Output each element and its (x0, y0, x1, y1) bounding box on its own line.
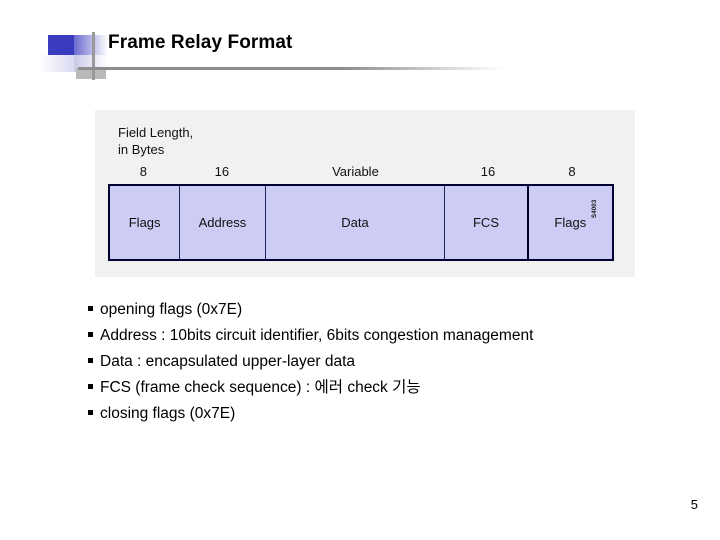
field-size-label: Variable (332, 164, 379, 179)
frame-field-cell: Data (265, 186, 446, 259)
bullet-item: Address : 10bits circuit identifier, 6bi… (88, 326, 688, 346)
frame-field-label: FCS (472, 215, 499, 230)
bullet-text: Data : encapsulated upper-layer data (100, 353, 356, 370)
field-length-caption-line1: Field Length, (118, 125, 194, 140)
frame-field-cell: Flags (528, 186, 612, 259)
title-decoration-square-icon (48, 35, 74, 55)
page-title: Frame Relay Format (108, 32, 293, 53)
bullet-item: opening flags (0x7E) (88, 300, 688, 320)
frame-field-label: Data (341, 215, 369, 230)
frame-field-label: Address (198, 215, 247, 230)
bullet-item: Data : encapsulated upper-layer data (88, 352, 688, 372)
frame-field-cell: FCS (445, 186, 529, 259)
frame-field-label: Flags (554, 215, 587, 230)
frame-field-cell: Flags (110, 186, 181, 259)
diagram-source-code: S4003 (592, 199, 598, 218)
bullet-text: Address : 10bits circuit identifier, 6bi… (100, 327, 534, 344)
page-number: 5 (690, 497, 698, 512)
bullet-text: closing flags (0x7E) (100, 405, 236, 422)
frame-field-label: Flags (128, 215, 161, 230)
field-size-label: 16 (480, 164, 496, 179)
field-size-label: 8 (139, 164, 148, 179)
frame-field-cell: Address (180, 186, 266, 259)
bullet-text: FCS (frame check sequence) : 에러 check 기능 (100, 379, 421, 396)
field-size-label: 16 (214, 164, 230, 179)
bullet-marker-icon (88, 358, 93, 363)
bullet-text: opening flags (0x7E) (100, 301, 243, 318)
title-underline-rule (78, 67, 503, 70)
field-length-caption: Field Length, in Bytes (118, 124, 193, 158)
slide-title-block: Frame Relay Format (40, 32, 680, 84)
field-size-label: 8 (568, 164, 576, 179)
frame-format-diagram: Field Length, in Bytes 8 16 Variable 16 8 Fl… (95, 110, 635, 277)
title-decoration-vertical-bar-icon (92, 32, 95, 80)
bullet-marker-icon (88, 384, 93, 389)
bullet-list: opening flags (0x7E) Address : 10bits cir… (88, 300, 688, 430)
bullet-marker-icon (88, 410, 93, 415)
bullet-marker-icon (88, 332, 93, 337)
title-decoration-fade-icon (74, 35, 108, 55)
field-size-row: 8 16 Variable 16 8 (108, 164, 614, 183)
frame-field-row: Flags Address Data FCS Flags (108, 184, 614, 261)
bullet-item: FCS (frame check sequence) : 에러 check 기능 (88, 378, 688, 398)
title-decoration-foot-icon (76, 68, 106, 79)
field-length-caption-line2: in Bytes (118, 142, 165, 157)
bullet-item: closing flags (0x7E) (88, 404, 688, 424)
bullet-marker-icon (88, 306, 93, 311)
